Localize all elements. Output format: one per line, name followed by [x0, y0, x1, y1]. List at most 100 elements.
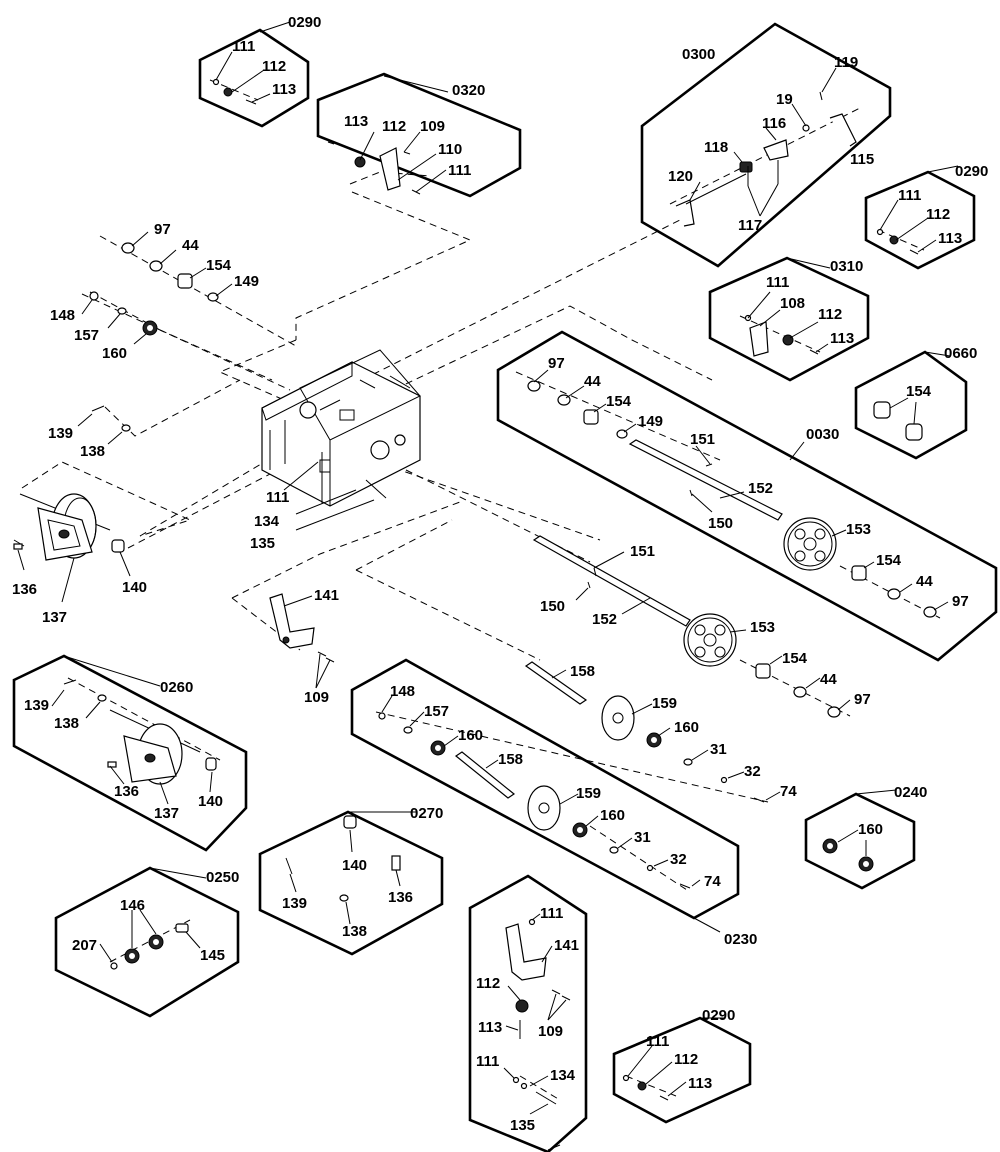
callout-119: 119: [834, 54, 858, 71]
callout-152: 152: [748, 480, 773, 497]
callout-74: 74: [704, 873, 721, 890]
callout-159: 159: [652, 695, 677, 712]
kit-0230-parts: [378, 661, 765, 889]
callout-136: 136: [114, 783, 139, 800]
kit-outline-0030: [496, 330, 998, 662]
callout-160: 160: [458, 727, 483, 744]
kit-outline-0290-top: [198, 28, 310, 128]
callout-113: 113: [688, 1075, 712, 1092]
callout-44: 44: [820, 671, 837, 688]
kit-outline-0320: [316, 72, 522, 198]
callout-151: 151: [690, 431, 715, 448]
callout-154: 154: [606, 393, 632, 410]
kit-outline-0230: [350, 658, 740, 920]
callout-154: 154: [906, 383, 932, 400]
kit-label-0270: 0270: [410, 805, 443, 822]
callout-148: 148: [50, 307, 75, 324]
kit-0030-parts: [527, 380, 937, 618]
callout-32: 32: [670, 851, 687, 868]
callout-111: 111: [898, 187, 921, 204]
kit-label-0290-right: 0290: [955, 163, 988, 180]
callout-97: 97: [952, 593, 969, 610]
callout-44: 44: [584, 373, 601, 390]
callout-140: 140: [122, 579, 147, 596]
kit-outline-lever-assy: [468, 874, 588, 1152]
callout-97: 97: [154, 221, 171, 238]
kit-0290-bottom-parts: [622, 1074, 669, 1101]
callout-160: 160: [600, 807, 625, 824]
callout-139: 139: [282, 895, 307, 912]
callout-19: 19: [776, 91, 793, 108]
callout-31: 31: [710, 741, 727, 758]
callout-149: 149: [638, 413, 663, 430]
callout-110: 110: [438, 141, 462, 158]
callout-140: 140: [342, 857, 367, 874]
callout-137: 137: [42, 609, 67, 626]
callout-160: 160: [102, 345, 127, 362]
kit-0240-parts: [822, 838, 874, 872]
callout-135: 135: [250, 535, 275, 552]
callout-111: 111: [766, 274, 789, 291]
pulley-assembly-left: [13, 493, 125, 561]
callout-44: 44: [916, 573, 933, 590]
callout-160: 160: [674, 719, 699, 736]
callout-115: 115: [850, 151, 874, 168]
callout-153: 153: [846, 521, 871, 538]
callout-109: 109: [420, 118, 445, 135]
kit-outline-0660: [854, 350, 968, 460]
callout-140: 140: [198, 793, 223, 810]
kit-label-0260: 0260: [160, 679, 193, 696]
callout-116: 116: [762, 115, 786, 132]
callout-labels: 111 112 113 113 112 109 110 111 119 19 1…: [12, 38, 969, 1134]
leader-lines: [17, 21, 959, 1115]
callout-138: 138: [80, 443, 105, 460]
kit-labels: 0290 0320 0300 0290 0310 0660 0030 0260 …: [160, 14, 988, 1024]
kit-label-0660: 0660: [944, 345, 977, 362]
kit-0320-parts: [327, 141, 421, 195]
callout-32: 32: [744, 763, 761, 780]
callout-112: 112: [476, 975, 500, 992]
callout-137: 137: [154, 805, 179, 822]
callout-108: 108: [780, 295, 805, 312]
callout-207: 207: [72, 937, 97, 954]
kit-label-0230: 0230: [724, 931, 757, 948]
kit-0250-parts: [110, 923, 189, 970]
kit-label-0290-top: 0290: [288, 14, 321, 31]
callout-160: 160: [858, 821, 883, 838]
callout-113: 113: [478, 1019, 502, 1036]
callout-138: 138: [342, 923, 367, 940]
lower-shaft-gear: [532, 535, 841, 718]
callout-111: 111: [448, 162, 471, 179]
callout-158: 158: [498, 751, 523, 768]
kit-label-0310: 0310: [830, 258, 863, 275]
callout-139: 139: [48, 425, 73, 442]
callout-112: 112: [818, 306, 842, 323]
callout-152: 152: [592, 611, 617, 628]
callout-141: 141: [314, 587, 339, 604]
kit-0290-top-parts: [212, 78, 257, 105]
kit-0310-parts: [744, 314, 819, 357]
kit-lever-assy-parts: [505, 918, 571, 1105]
kit-0300-parts: [675, 91, 857, 227]
callout-148: 148: [390, 683, 415, 700]
callout-157: 157: [424, 703, 449, 720]
callout-136: 136: [388, 889, 413, 906]
kit-label-0030: 0030: [806, 426, 839, 443]
callout-139: 139: [24, 697, 49, 714]
callout-157: 157: [74, 327, 99, 344]
callout-134: 134: [254, 513, 280, 530]
callout-136: 136: [12, 581, 37, 598]
kit-label-0240: 0240: [894, 784, 927, 801]
loose-parts-top-left: [89, 242, 219, 432]
callout-141: 141: [554, 937, 579, 954]
kit-0660-parts: [873, 401, 923, 441]
callout-31: 31: [634, 829, 651, 846]
callout-153: 153: [750, 619, 775, 636]
callout-112: 112: [382, 118, 406, 135]
callout-117: 117: [738, 217, 762, 234]
callout-154: 154: [206, 257, 232, 274]
callout-44: 44: [182, 237, 199, 254]
callout-154: 154: [876, 552, 902, 569]
callout-150: 150: [540, 598, 565, 615]
